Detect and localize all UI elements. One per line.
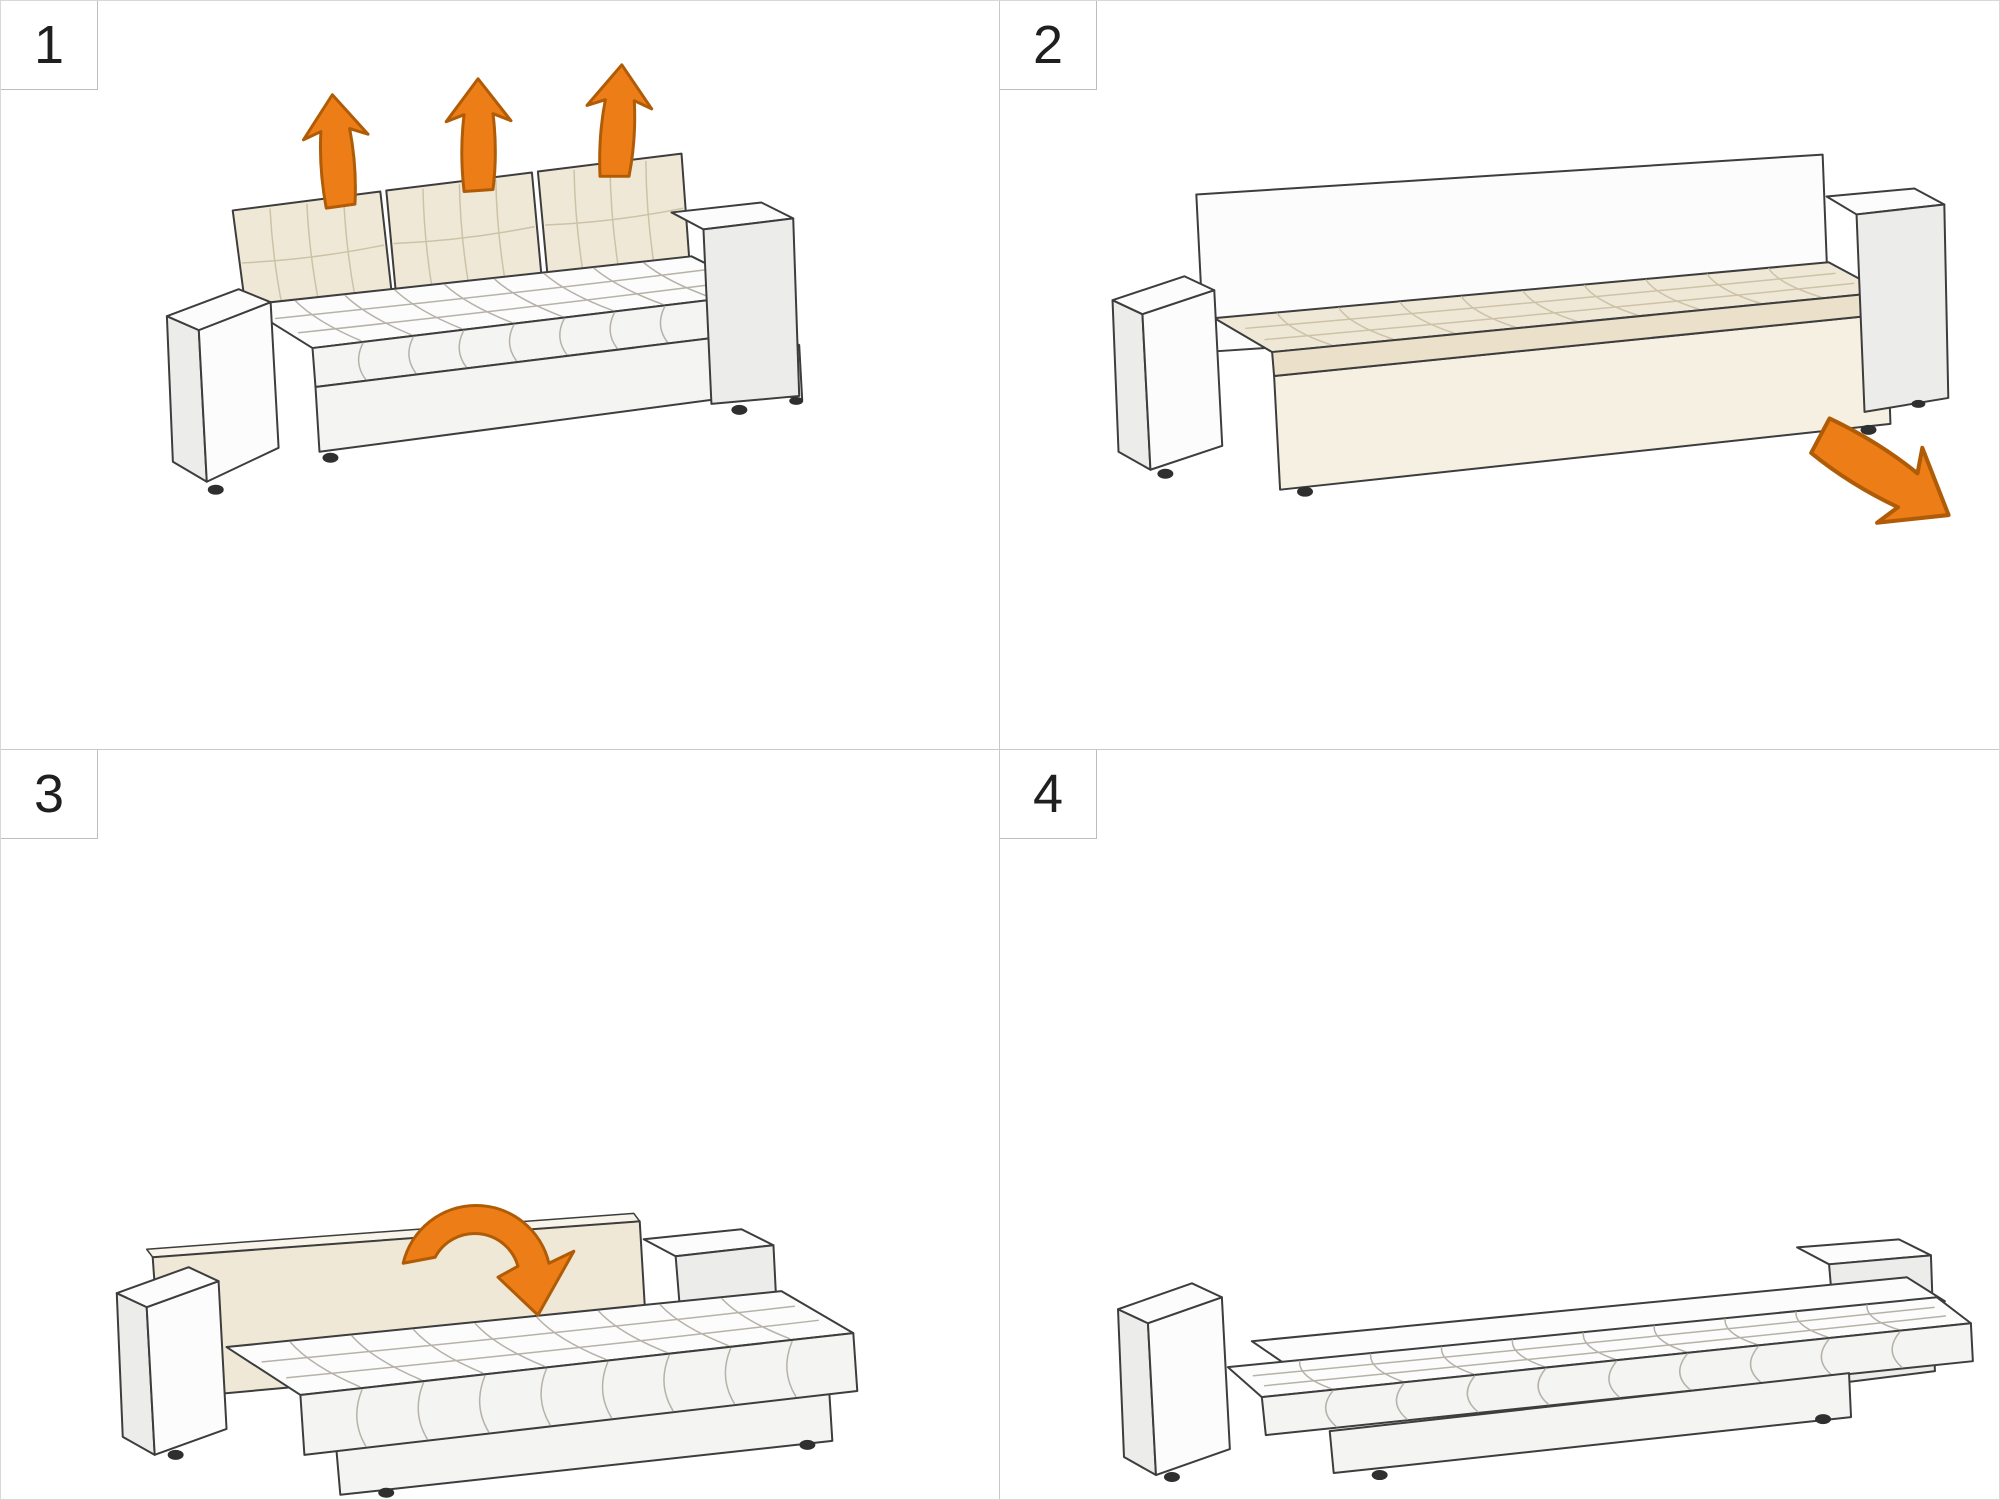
sofa-seat-pulled-out xyxy=(115,1212,859,1498)
sofa-converted-to-bed xyxy=(1117,1238,1974,1483)
step-panel-1: 1 xyxy=(1,1,1000,750)
step-number: 2 xyxy=(1032,15,1064,75)
step-panel-4: 4 xyxy=(1000,750,1999,1499)
illustration-step-4-flat-bed xyxy=(1117,1238,1974,1483)
step-panel-2: 2 xyxy=(1000,1,1999,750)
arrow-pull-out-icon xyxy=(1809,416,1951,525)
step-number: 3 xyxy=(33,764,65,824)
illustration-step-3-fold-backrest xyxy=(115,1204,859,1498)
step-panel-3: 3 xyxy=(1,750,1000,1499)
arrow-fold-over-icon xyxy=(401,1204,576,1317)
step-number-badge: 2 xyxy=(1000,1,1097,90)
step-number: 4 xyxy=(1032,764,1064,824)
illustration-step-1-lift-back-cushions xyxy=(165,63,804,495)
step-number-badge: 4 xyxy=(1000,750,1097,839)
step-number-badge: 1 xyxy=(1,1,98,90)
sofa-with-back-cushions xyxy=(165,152,804,495)
step-number: 1 xyxy=(33,15,65,75)
sofa-without-back-cushions xyxy=(1111,153,1950,497)
illustration-step-2-pull-seat-out xyxy=(1111,153,1951,525)
step-number-badge: 3 xyxy=(1,750,98,839)
arrows-up-icon xyxy=(301,63,654,210)
